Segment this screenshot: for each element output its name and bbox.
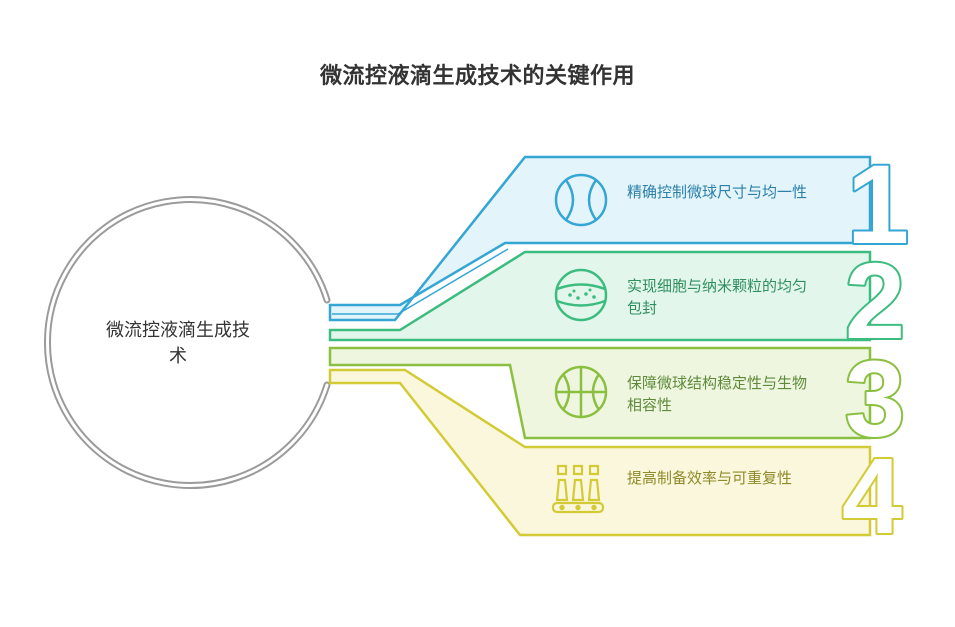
branch-3-number: 3	[845, 338, 905, 459]
branch-2-text: 实现细胞与纳米颗粒的均匀包封	[627, 277, 808, 317]
basketball-icon	[554, 365, 608, 419]
branch-2: 2	[328, 238, 907, 363]
center-label-line-2: 术	[169, 346, 187, 367]
branch-2-band	[328, 250, 872, 342]
branch-4: 4	[328, 368, 904, 558]
branch-1-number: 1	[847, 142, 909, 267]
center-label-line-1: 微流控液滴生成技	[106, 320, 250, 341]
textured-ball-icon	[554, 268, 608, 322]
branch-4-number: 4	[842, 435, 902, 556]
center-ring-inner	[45, 198, 329, 487]
branch-1-band-edge	[332, 248, 509, 315]
production-line-icon	[551, 464, 605, 514]
diagram-title: 微流控液滴生成技术的关键作用	[319, 64, 635, 89]
branch-4-band	[328, 368, 872, 537]
branch-3-text: 保障微球结构稳定性与生物相容性	[627, 374, 808, 414]
branch-1-text: 精确控制微球尺寸与均一性	[627, 183, 808, 201]
branch-4-text: 提高制备效率与可重复性	[627, 469, 793, 487]
branch-3: 3	[328, 336, 907, 461]
branch-1-band	[328, 155, 872, 322]
branch-2-number: 2	[845, 240, 905, 361]
tennis-ball-icon	[554, 173, 608, 227]
branch-1: 1	[328, 140, 911, 322]
center-label: 微流控液滴生成技 术	[78, 318, 278, 370]
